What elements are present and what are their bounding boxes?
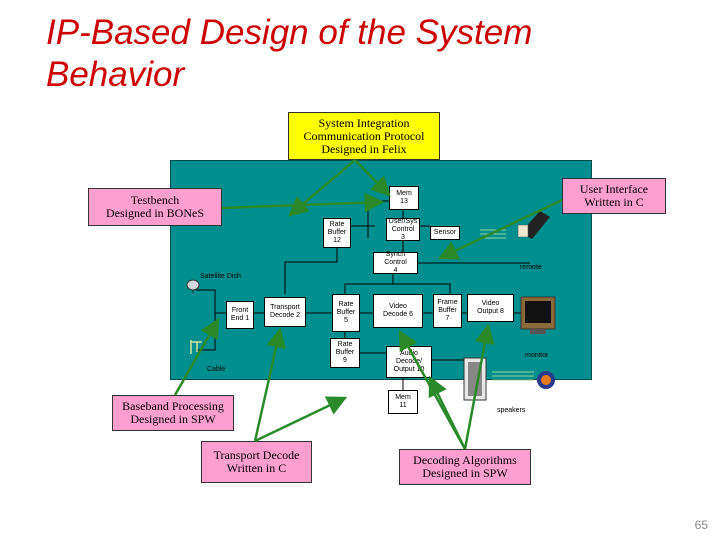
monitor-label: monitor: [525, 352, 549, 359]
monitor-icon: [520, 296, 556, 334]
page-number: 65: [694, 518, 708, 532]
block-synch-control: Synch Control 4: [373, 251, 418, 274]
block-rate-buffer-5: Rate Buffer 5: [332, 294, 360, 332]
block-user-sys-control: User/Sys Control 3: [386, 218, 420, 241]
block-video-decode: Video Decode 6: [373, 294, 423, 328]
block-front-end: Front End 1: [226, 301, 254, 329]
satellite-dish-icon: [186, 279, 200, 293]
system-integration-callout: System Integration Communication Protoco…: [288, 112, 440, 160]
page-title: IP-Based Design of the System Behavior: [46, 13, 533, 94]
cable-label: Cable: [207, 366, 226, 373]
remote-control-icon: [517, 211, 550, 239]
block-rate-buffer-12: Rate Buffer 12: [323, 218, 351, 248]
block-frame-buffer: Frame Buffer 7: [433, 294, 462, 328]
block-transport-decode: Transport Decode 2: [264, 297, 306, 327]
cable-antenna-icon: [190, 340, 202, 354]
user-interface-callout: User Interface Written in C: [562, 178, 666, 214]
decoding-algorithms-callout: Decoding Algorithms Designed in SPW: [399, 449, 531, 485]
testbench-callout: Testbench Designed in BONeS: [88, 188, 222, 226]
satellite-dish-label: Satellite Dish: [200, 273, 241, 280]
block-mem-13: Mem 13: [389, 186, 419, 210]
block-sensor: Sensor: [430, 226, 460, 240]
block-rate-buffer-9: Rate Buffer 9: [330, 338, 360, 368]
block-video-output: Video Output 8: [467, 294, 514, 322]
remote-label: remote: [520, 264, 542, 271]
baseband-processing-callout: Baseband Processing Designed in SPW: [112, 395, 234, 431]
speakers-label: speakers: [497, 407, 526, 414]
transport-decode-callout: Transport Decode Written in C: [201, 441, 312, 483]
block-mem-11: Mem 11: [388, 390, 418, 414]
